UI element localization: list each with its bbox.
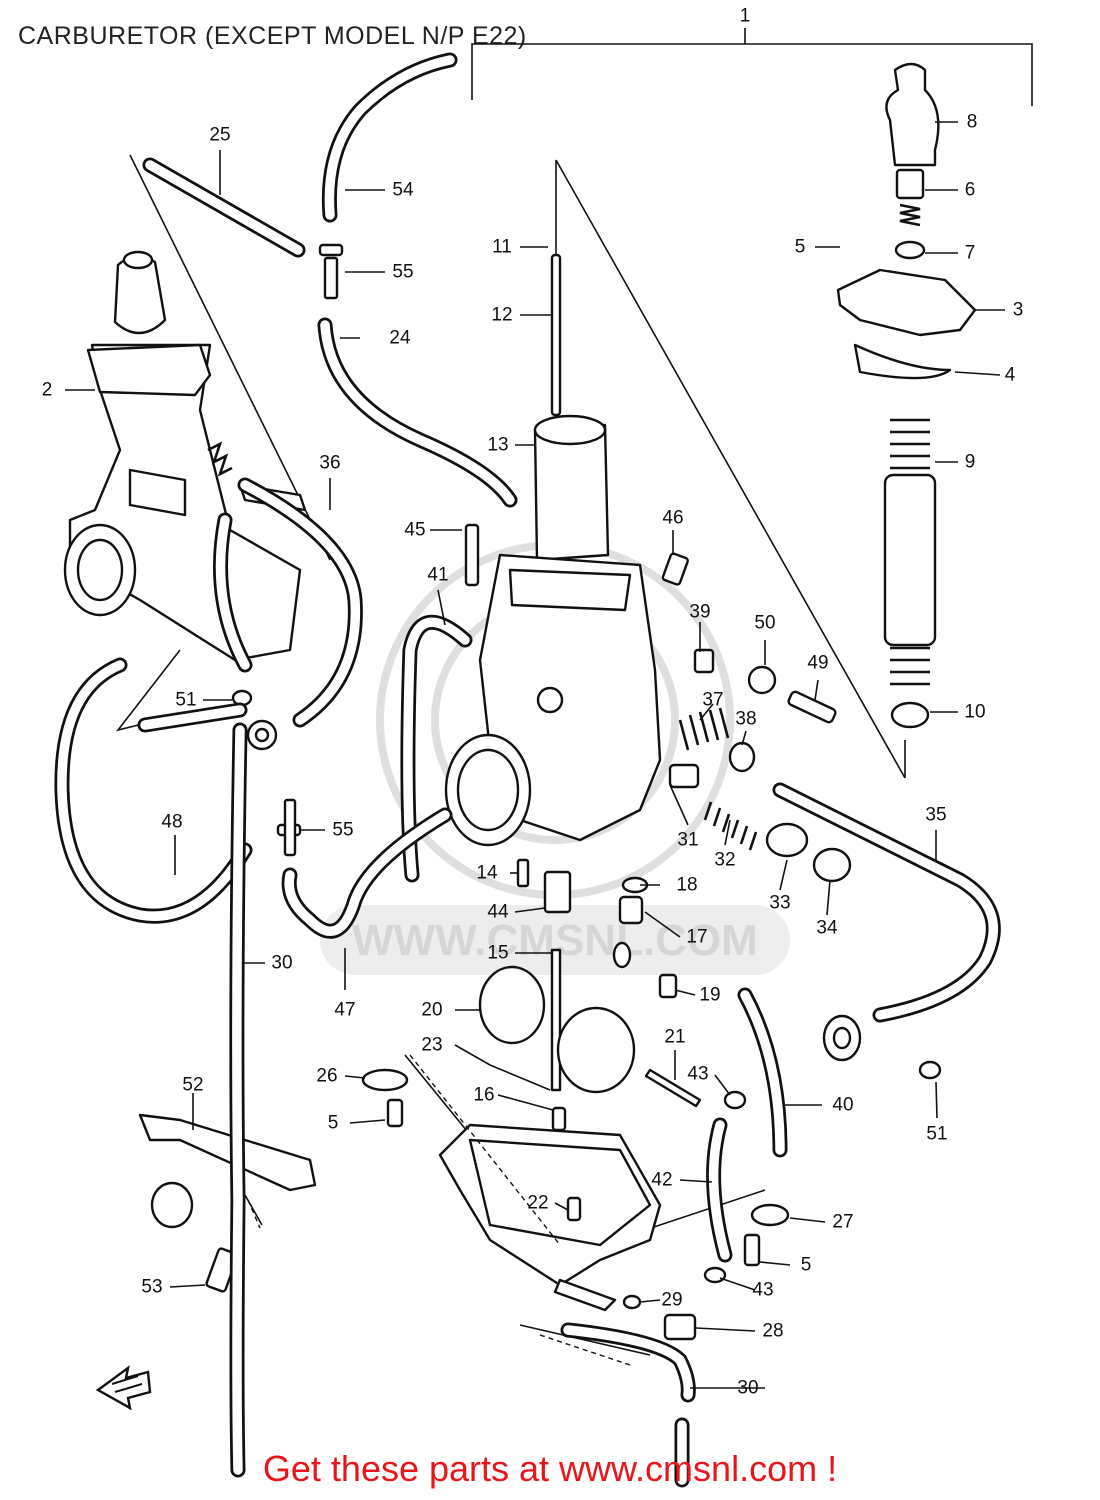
callout-7: 7 [964, 242, 976, 264]
dashed-lines [247, 1054, 631, 1366]
callout-27: 27 [832, 1211, 854, 1233]
callout-36: 36 [319, 452, 341, 474]
callout-9: 9 [964, 451, 976, 473]
callout-2: 2 [41, 379, 53, 401]
footer-link-text[interactable]: Get these parts at www.cmsnl.com ! [262, 1448, 838, 1489]
callout-5-left: 5 [327, 1112, 339, 1134]
callout-55-top: 55 [392, 261, 414, 283]
callout-22: 22 [527, 1192, 549, 1214]
callout-12: 12 [491, 304, 513, 326]
callout-41: 41 [427, 564, 449, 586]
callout-5-right: 5 [800, 1254, 812, 1276]
callout-17: 17 [686, 926, 708, 948]
callout-50: 50 [754, 612, 776, 634]
callout-16: 16 [473, 1084, 495, 1106]
callout-43-bottom: 43 [752, 1279, 774, 1301]
callout-35: 35 [925, 804, 947, 826]
callout-49: 49 [807, 652, 829, 674]
callout-1: 1 [739, 5, 751, 27]
callout-55-bottom: 55 [332, 819, 354, 841]
callout-48: 48 [161, 811, 183, 833]
callout-3: 3 [1012, 299, 1024, 321]
callout-11: 11 [492, 236, 512, 258]
callout-37: 37 [702, 689, 724, 711]
callout-18: 18 [676, 874, 698, 896]
callout-45: 45 [404, 519, 426, 541]
callout-39: 39 [689, 601, 711, 623]
front-direction-arrow-icon [95, 1365, 152, 1411]
callout-8: 8 [966, 111, 978, 133]
callout-33: 33 [769, 892, 791, 914]
callout-25: 25 [209, 124, 231, 146]
left-carburetor-assembly [63, 250, 307, 751]
callout-29: 29 [661, 1289, 683, 1311]
hoses [54, 52, 1001, 1488]
top-cap-parts [836, 62, 977, 729]
callout-34: 34 [816, 917, 838, 939]
callout-10: 10 [964, 701, 986, 723]
callout-44: 44 [487, 901, 509, 923]
callout-32: 32 [714, 849, 736, 871]
callout-42: 42 [651, 1169, 673, 1191]
callout-20: 20 [421, 999, 443, 1021]
callout-47: 47 [334, 999, 356, 1021]
callout-54: 54 [392, 179, 414, 201]
drain-cock [822, 1014, 862, 1062]
callout-6: 6 [964, 179, 976, 201]
diagram-title: CARBURETOR (EXCEPT MODEL N/P E22) [18, 22, 527, 50]
callout-19: 19 [699, 984, 721, 1006]
callout-30-left: 30 [271, 952, 293, 974]
callout-51-right: 51 [926, 1123, 948, 1145]
callout-38: 38 [735, 708, 757, 730]
callout-4: 4 [1004, 364, 1016, 386]
callout-46: 46 [662, 507, 684, 529]
callout-14: 14 [476, 862, 498, 884]
callout-52: 52 [182, 1074, 204, 1096]
callout-24: 24 [389, 327, 411, 349]
callout-5-top: 5 [794, 236, 806, 258]
callout-23: 23 [421, 1034, 443, 1056]
carburetor-body [444, 414, 662, 1092]
float-bowl [438, 965, 662, 1312]
callout-21: 21 [664, 1026, 686, 1048]
leader-lines [65, 121, 1005, 1389]
callout-43-top: 43 [687, 1063, 709, 1085]
callout-13: 13 [487, 434, 509, 456]
kit-bracket [471, 28, 1033, 106]
callout-15: 15 [487, 942, 509, 964]
callout-53: 53 [141, 1276, 163, 1298]
callout-51-left: 51 [175, 689, 197, 711]
callout-40: 40 [832, 1094, 854, 1116]
callout-26: 26 [316, 1065, 338, 1087]
callout-31: 31 [677, 829, 699, 851]
callout-30-bottom: 30 [737, 1377, 759, 1399]
callout-28: 28 [762, 1320, 784, 1342]
